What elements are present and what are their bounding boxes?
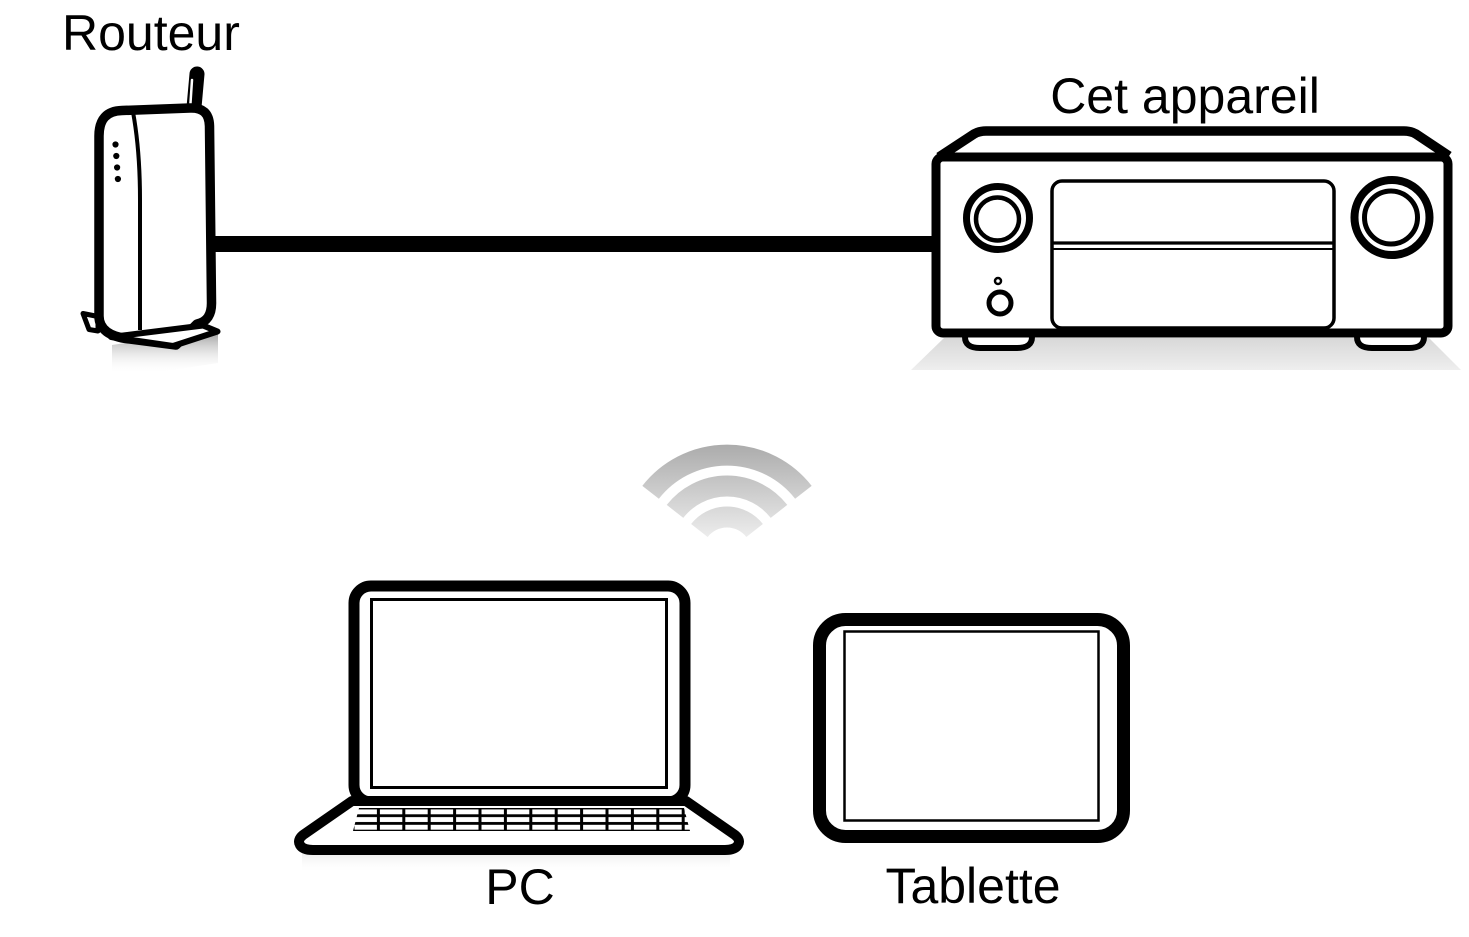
receiver-knob-left (963, 183, 1033, 253)
tablet-screen (843, 630, 1100, 822)
tablet-icon (813, 613, 1130, 843)
tablet-label: Tablette (885, 858, 1061, 914)
receiver-shadow (911, 338, 1461, 370)
lan-cable-line (205, 236, 935, 252)
receiver-power-button (986, 289, 1014, 317)
router-label: Routeur (62, 5, 240, 61)
receiver-knob-right (1350, 176, 1434, 259)
wifi-arc-outer (642, 444, 812, 499)
router-stand (108, 322, 221, 349)
router-icon (80, 66, 221, 379)
wifi-signal-icon (642, 444, 812, 538)
receiver-top-panel (936, 126, 1452, 161)
laptop-keyboard (353, 808, 690, 831)
laptop-icon (294, 580, 744, 872)
pc-label: PC (485, 859, 555, 915)
receiver-led (993, 276, 1003, 286)
router-body-edge (131, 111, 142, 330)
this-unit-label: Cet appareil (1050, 68, 1320, 124)
receiver-display (1050, 179, 1336, 330)
wifi-arc-inner (691, 506, 763, 538)
laptop-shadow (302, 852, 730, 872)
av-receiver-icon (911, 126, 1461, 370)
router-stand-front-tip (80, 311, 101, 334)
laptop-screen (370, 598, 668, 789)
wifi-arc-middle (666, 475, 788, 519)
router-led-lights (112, 141, 121, 183)
